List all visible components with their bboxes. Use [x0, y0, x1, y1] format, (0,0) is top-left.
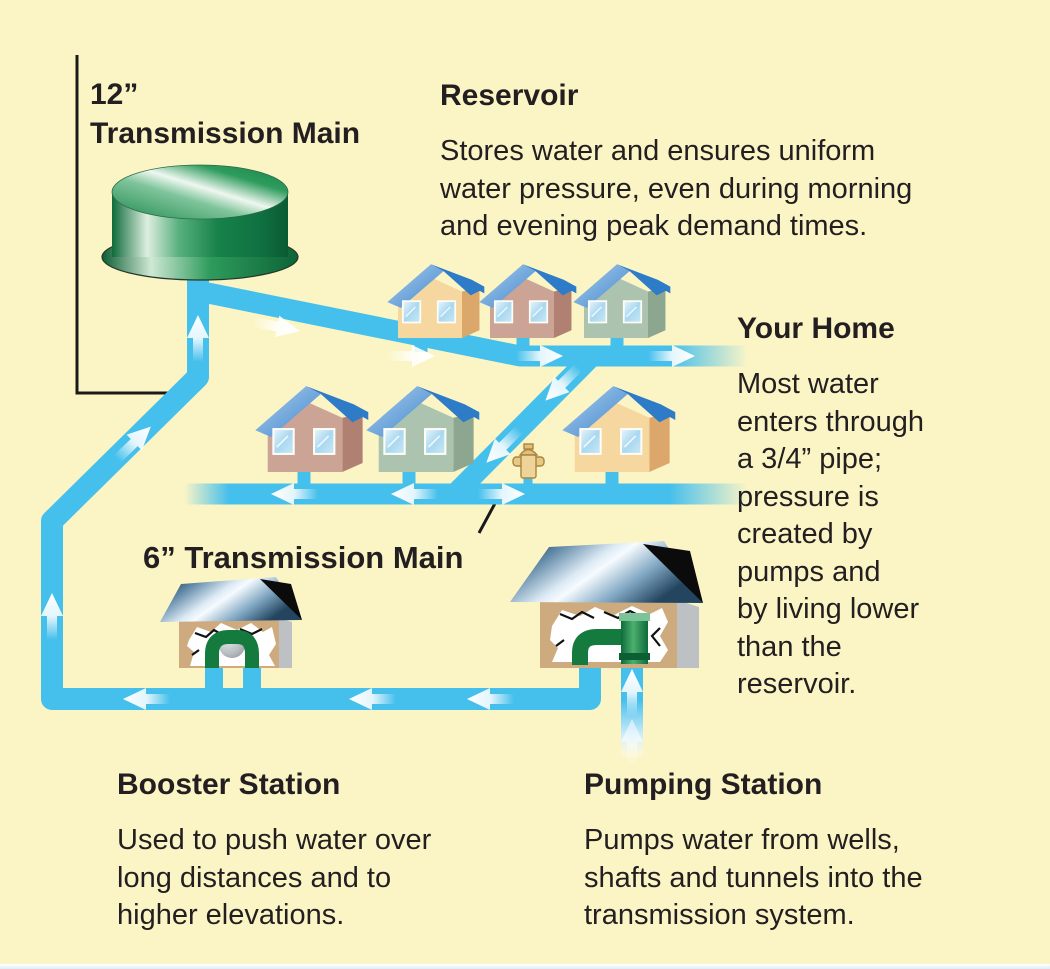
- pipe-network: [41, 276, 746, 758]
- bottom-edge-strip: [0, 964, 1050, 969]
- booster-station: [160, 577, 302, 668]
- station-roof: [510, 541, 703, 603]
- label-body: Stores water and ensures uniform water p…: [440, 135, 913, 242]
- pumping-station: [510, 541, 703, 668]
- flow-arrow-right-icon: [388, 345, 435, 367]
- house: [561, 385, 677, 474]
- label-title: Booster Station: [117, 768, 341, 801]
- house: [254, 385, 370, 474]
- label-reservoir: Reservoir Stores water and ensures unifo…: [440, 59, 912, 264]
- label-12in-transmission-main: 12” Transmission Main: [90, 57, 360, 171]
- house: [572, 263, 672, 339]
- roof-corner-flap: [260, 579, 302, 620]
- label-booster-station: Booster Station Used to push water over …: [117, 748, 431, 953]
- label-title: Your Home: [737, 312, 895, 345]
- house: [365, 385, 481, 474]
- label-title: 6” Transmission Main: [143, 540, 464, 575]
- fire-hydrant-icon: [512, 443, 545, 479]
- roof-corner-flap: [643, 544, 703, 603]
- label-title: 12” Transmission Main: [90, 78, 361, 150]
- station-roof: [160, 577, 302, 622]
- pump-pipe-horizontal: [572, 629, 634, 665]
- label-body: Pumps water from wells, shafts and tunne…: [584, 824, 923, 931]
- house: [478, 263, 578, 339]
- label-title: Pumping Station: [584, 768, 823, 801]
- label-title: Reservoir: [440, 79, 579, 112]
- pointer-line-12in-main: [75, 55, 182, 395]
- neighborhood-houses: [254, 263, 677, 474]
- label-body: Used to push water over long distances a…: [117, 824, 432, 931]
- label-your-home: Your Home Most water enters through a 3/…: [737, 292, 924, 722]
- reservoir-tank: [101, 164, 299, 281]
- label-6in-transmission-main: 6” Transmission Main: [143, 522, 463, 594]
- label-pumping-station: Pumping Station Pumps water from wells, …: [584, 748, 923, 953]
- pump-pipe: [205, 630, 259, 668]
- house: [386, 263, 486, 339]
- label-body: Most water enters through a 3/4” pipe; p…: [737, 368, 925, 700]
